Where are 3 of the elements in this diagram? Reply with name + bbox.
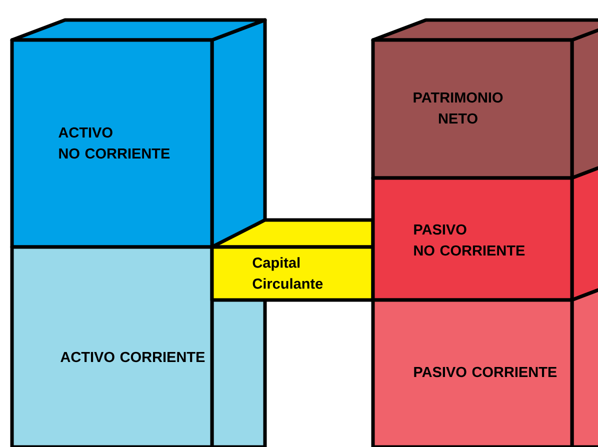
block-face: PATRIMONIO NETO	[371, 18, 598, 180]
block-face: ACTIVO NO CORRIENTE	[10, 18, 267, 249]
bar-face: Capital Circulante	[210, 218, 375, 302]
